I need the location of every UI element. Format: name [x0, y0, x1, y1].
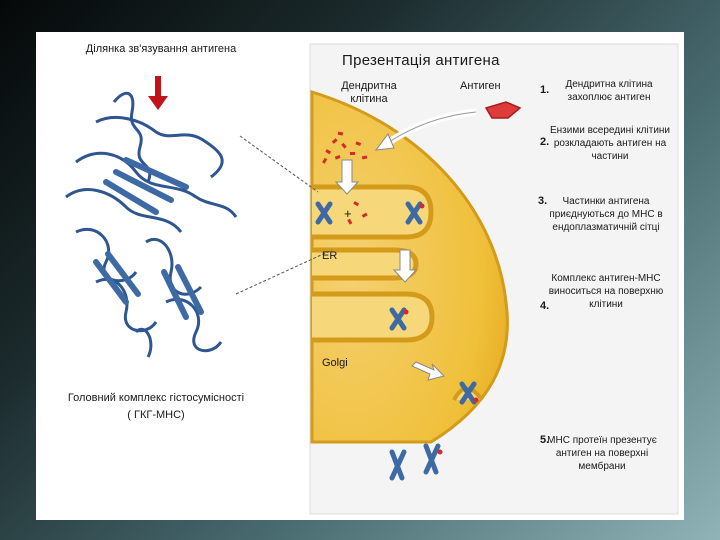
golgi-label: Golgi: [322, 357, 348, 369]
step-2-text: Ензими всередині клітини розкладають ант…: [549, 125, 671, 162]
mhc-protein-structure: [65, 91, 238, 358]
step-2-number: 2.: [540, 136, 550, 148]
step-1-number: 1.: [540, 84, 550, 96]
zoom-line-bottom: [235, 249, 333, 295]
dendritic-cell-label: Дендритна клітина: [341, 80, 397, 105]
step-4-number: 4.: [540, 300, 550, 312]
step-3-number: 3.: [538, 195, 548, 207]
mhc-molecule-golgi: [389, 307, 407, 331]
antigen-label: Антиген: [460, 80, 501, 92]
mhc-molecule-surface-2: [423, 443, 441, 475]
step-1-text: Дендритна клітина захоплює антиген: [565, 79, 653, 103]
step-5-number: 5.: [540, 434, 550, 446]
binding-site-label: Ділянка зв'язування антигена: [85, 43, 237, 55]
uptake-arrow-head: [374, 133, 395, 151]
plus-sign: +: [344, 206, 352, 221]
antigen-presentation-figure: [65, 43, 679, 515]
er-cisternae: [312, 184, 434, 281]
mhc-beta-strands: [93, 157, 204, 320]
down-arrow-2: [392, 249, 418, 283]
bound-antigen-3: [473, 397, 479, 403]
step-5-text: МНС протеїн презентує антиген на поверхн…: [547, 435, 657, 472]
er-label: ER: [322, 250, 338, 262]
mhc-molecule-membrane: [459, 381, 477, 405]
mhc-molecule-er-2: [405, 201, 423, 225]
mhc-abbrev: ( ГКГ-МНС): [127, 409, 185, 421]
golgi-cisterna: [312, 291, 435, 343]
slide: Ділянка зв'язування антигена Головний ко…: [36, 32, 684, 520]
binding-site-arrow: [155, 76, 161, 98]
golgi-exit-arrow: [411, 361, 445, 381]
bound-antigen-2: [403, 309, 409, 315]
figure-title: Презентація антигена: [342, 52, 500, 69]
step-4-text: Комплекс антиген-МНС виноситься на повер…: [548, 273, 664, 310]
bound-antigen-4: [437, 449, 443, 455]
antigen-icon: [484, 101, 522, 119]
mhc-caption: Головний комплекс гістосумісності: [67, 392, 245, 404]
bound-antigen-1: [419, 203, 425, 209]
mhc-molecule-er-1: [315, 201, 333, 225]
step-3-text: Частинки антигена приєднуються до МНС в …: [549, 196, 663, 233]
mhc-molecule-surface-1: [389, 449, 407, 481]
down-arrow-1: [334, 159, 360, 195]
zoom-line-top: [239, 135, 319, 193]
